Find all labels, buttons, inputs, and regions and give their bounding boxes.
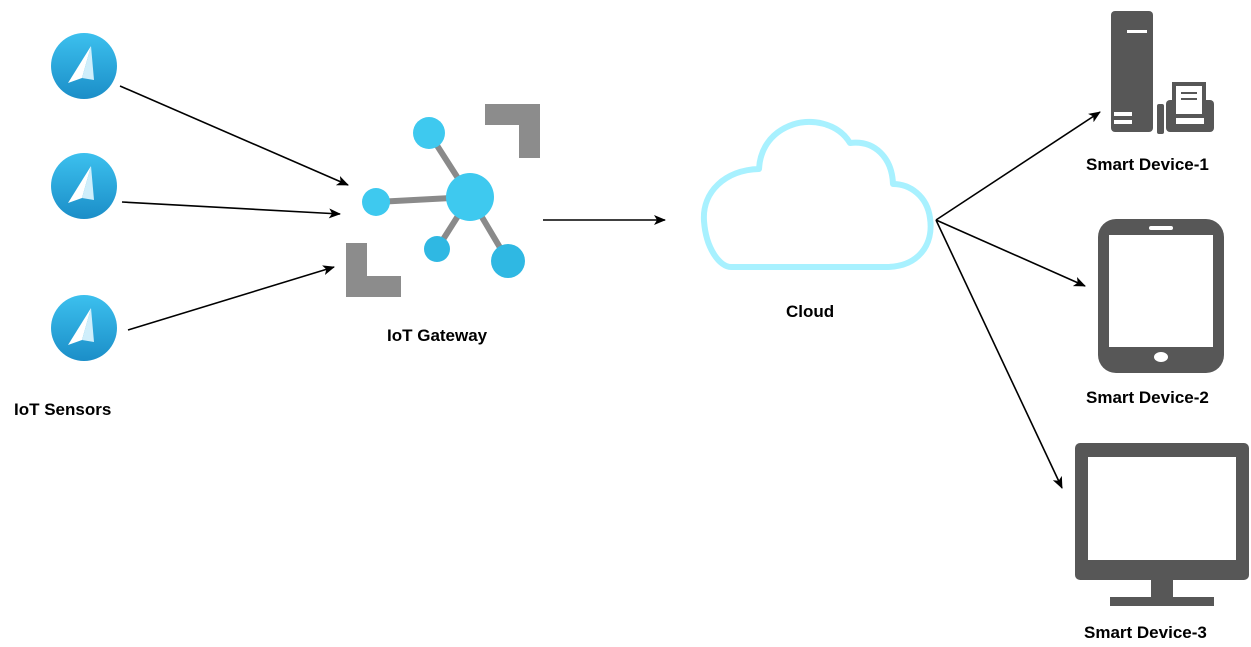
edge-sensor-2-to-gateway	[121, 201, 341, 219]
smart-device-2	[1098, 219, 1224, 373]
edges	[119, 85, 1101, 489]
edge-sensor-3-to-gateway	[127, 265, 335, 331]
edge-cloud-to-smart-device-2	[935, 219, 1086, 287]
smart-device-1-label: Smart Device-1	[1086, 155, 1209, 174]
sensor-icon	[51, 33, 117, 99]
iot-hub-icon	[346, 104, 540, 297]
server-printer-icon	[1111, 11, 1214, 134]
smart-device-1	[1111, 11, 1214, 134]
sensor-icon	[51, 153, 117, 219]
smart-device-3	[1075, 443, 1249, 606]
cloud-label: Cloud	[786, 302, 835, 321]
bracket-top-right	[485, 104, 540, 158]
gateway-label: IoT Gateway	[387, 326, 488, 345]
smart-device-3-label: Smart Device-3	[1084, 623, 1207, 642]
cloud-icon	[700, 118, 934, 270]
edge-cloud-to-smart-device-1	[935, 111, 1101, 221]
bracket-bottom-left	[346, 243, 401, 297]
monitor-icon	[1075, 443, 1249, 606]
sensor-icon	[51, 295, 117, 361]
edge-cloud-to-smart-device-3	[935, 219, 1063, 489]
cloud	[700, 118, 934, 270]
smart-device-2-label: Smart Device-2	[1086, 388, 1209, 407]
sensor-3	[51, 295, 117, 361]
sensor-2	[51, 153, 117, 219]
edge-sensor-1-to-gateway	[119, 85, 349, 186]
gateway	[346, 104, 540, 297]
sensors-label: IoT Sensors	[14, 400, 112, 419]
tablet-icon	[1098, 219, 1224, 373]
sensor-1	[51, 33, 117, 99]
